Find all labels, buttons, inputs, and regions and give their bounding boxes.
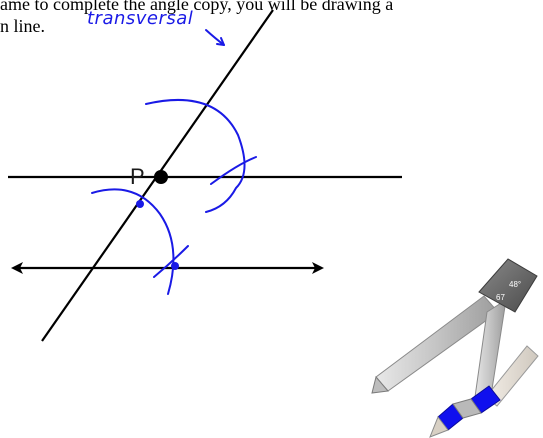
right-arrowhead-icon: [312, 262, 324, 274]
compass-hinge-head: [478, 258, 538, 313]
construction-arc-lower: [91, 188, 175, 295]
compass-tool[interactable]: 48° 67: [371, 258, 539, 438]
construction-arc-upper: [145, 98, 246, 213]
copied-angle-point: [171, 262, 179, 270]
pencil-tip: [429, 415, 449, 438]
compass-radius-readout: 67: [496, 293, 505, 302]
intersection-arc-upper: [210, 156, 257, 185]
compass-angle-readout: 48°: [509, 280, 521, 289]
pencil-barrel: [452, 398, 482, 419]
compass-needle-tip: [371, 375, 389, 394]
point-p-label: P: [130, 164, 145, 189]
point-p-marker: [154, 170, 168, 184]
instruction-text: ame to complete the angle copy, you will…: [0, 0, 393, 37]
intersection-arc-lower: [153, 245, 189, 278]
arc-intersection-point: [136, 200, 144, 208]
left-arrowhead-icon: [11, 262, 23, 274]
annotation-arrowhead: [216, 37, 225, 46]
transversal-annotation: transversal: [87, 8, 193, 29]
instruction-line-2: n line.: [0, 16, 45, 36]
instruction-line-1: ame to complete the angle copy, you will…: [0, 0, 394, 14]
